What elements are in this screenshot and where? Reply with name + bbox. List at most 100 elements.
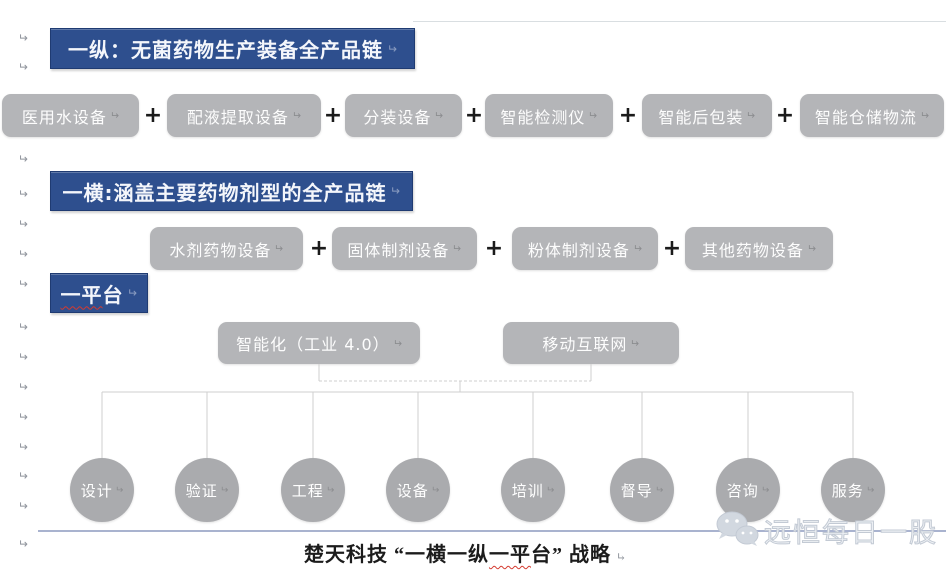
chain-item-label: 智能检测仪	[500, 107, 586, 127]
chain-item-label: 固体制剂设备	[347, 240, 450, 260]
return-mark: ↵	[864, 484, 875, 496]
return-mark: ↵	[631, 242, 643, 255]
paragraph-mark: ↵	[17, 499, 28, 513]
plus-separator: +	[323, 103, 343, 128]
chain-item-label: 分装设备	[363, 107, 432, 127]
paragraph-mark: ↵	[17, 247, 28, 261]
paragraph-mark: ↵	[17, 440, 28, 454]
service-label: 设备	[396, 481, 429, 500]
service-circle-equipment: 设备↵	[386, 458, 450, 522]
paragraph-mark: ↵	[17, 152, 28, 166]
service-label: 培训	[511, 481, 544, 500]
watermark-text: 远恒每日一股	[764, 517, 938, 549]
plus-separator: +	[464, 103, 484, 128]
return-mark: ↵	[113, 484, 124, 496]
return-mark: ↵	[385, 41, 398, 56]
paragraph-mark: ↵	[17, 410, 28, 424]
return-mark: ↵	[587, 109, 598, 122]
return-mark: ↵	[918, 109, 930, 122]
return-mark: ↵	[218, 484, 229, 496]
platform-item-industry40: 智能化（工业 4.0）↵	[218, 322, 420, 364]
service-label: 督导	[620, 481, 653, 500]
chain-item-label: 智能仓储物流	[814, 107, 917, 127]
platform-item-mobile-internet: 移动互联网↵	[503, 322, 679, 364]
service-label: 工程	[291, 481, 324, 500]
service-circle-engineering: 工程↵	[281, 458, 345, 522]
paragraph-mark: ↵	[17, 469, 28, 483]
return-mark: ↵	[389, 184, 401, 198]
plus-separator: +	[309, 236, 329, 261]
page-rule-line	[413, 21, 946, 22]
return-mark: ↵	[433, 109, 444, 122]
plus-separator: +	[618, 103, 638, 128]
service-circle-service: 服务↵	[821, 458, 885, 522]
paragraph-mark: ↵	[17, 187, 28, 201]
return-mark: ↵	[324, 484, 335, 496]
service-label: 服务	[831, 481, 864, 500]
section-header-vertical-chain: 一纵：无菌药物生产装备全产品链↵	[50, 28, 415, 69]
chain-item-label: 智能后包装	[658, 107, 744, 127]
return-mark: ↵	[429, 484, 440, 496]
return-mark: ↵	[108, 109, 120, 122]
service-circle-training: 培训↵	[501, 458, 565, 522]
watermark: 远恒每日一股	[712, 508, 938, 552]
section-header-platform: 一平台↵	[50, 273, 148, 313]
return-mark: ↵	[273, 242, 284, 255]
caption-text: 台” 战略	[530, 544, 611, 566]
paragraph-mark: ↵	[17, 537, 28, 551]
chain-item-label: 水剂药物设备	[169, 240, 272, 260]
return-mark: ↵	[759, 484, 770, 496]
caption-text: 楚天科技 “一横一纵	[303, 544, 489, 566]
section-header-horizontal-chain: 一横:涵盖主要药物剂型的全产品链↵	[50, 171, 413, 211]
chain-item-label: 医用水设备	[21, 107, 107, 127]
service-label: 咨询	[726, 481, 759, 500]
return-mark: ↵	[126, 286, 138, 300]
chain-item-label: 配液提取设备	[186, 107, 289, 127]
chain-item-smart-warehousing: 智能仓储物流↵	[800, 94, 944, 137]
platform-item-label: 智能化（工业 4.0）	[236, 335, 390, 354]
return-mark: ↵	[391, 336, 402, 350]
platform-item-label: 移动互联网	[542, 335, 628, 354]
paragraph-mark: ↵	[17, 380, 28, 394]
section-title-squiggled: 一平	[60, 282, 103, 307]
return-mark: ↵	[290, 109, 302, 122]
service-circle-design: 设计↵	[70, 458, 134, 522]
plus-separator: +	[484, 236, 504, 261]
chain-item-other-drug-equipment: 其他药物设备↵	[685, 227, 833, 270]
return-mark: ↵	[805, 242, 817, 255]
paragraph-mark: ↵	[17, 31, 28, 45]
chain-item-post-packaging: 智能后包装↵	[642, 94, 772, 137]
service-label: 验证	[185, 481, 218, 500]
service-label: 设计	[80, 481, 113, 500]
service-circle-supervision: 督导↵	[610, 458, 674, 522]
figure-caption: 楚天科技 “一横一纵一平台” 战略↵	[230, 538, 700, 567]
service-circle-validation: 验证↵	[175, 458, 239, 522]
chain-item-label: 粉体制剂设备	[527, 240, 630, 260]
plus-separator: +	[662, 236, 682, 261]
chain-item-liquid-extraction: 配液提取设备↵	[167, 94, 321, 137]
return-mark: ↵	[629, 336, 640, 350]
wechat-icon	[716, 511, 759, 546]
paragraph-mark: ↵	[17, 277, 28, 291]
bottom-divider-line	[38, 530, 946, 532]
chain-item-filling-equipment: 分装设备↵	[345, 94, 462, 137]
paragraph-mark: ↵	[17, 350, 28, 364]
paragraph-mark: ↵	[17, 320, 28, 334]
chain-item-medical-water: 医用水设备↵	[2, 94, 139, 137]
caption-text-squiggled: 一平	[488, 544, 531, 566]
chain-item-powder-dosage-equipment: 粉体制剂设备↵	[512, 227, 658, 270]
chain-item-label: 其他药物设备	[701, 240, 804, 260]
chain-item-smart-detector: 智能检测仪↵	[485, 94, 613, 137]
section-title: 一纵：无菌药物生产装备全产品链	[67, 38, 383, 62]
chain-item-liquid-drug-equipment: 水剂药物设备↵	[150, 227, 303, 270]
section-title: 台	[102, 282, 124, 307]
return-mark: ↵	[614, 550, 627, 564]
plus-separator: +	[143, 103, 163, 128]
plus-separator: +	[775, 103, 795, 128]
paragraph-mark: ↵	[17, 217, 28, 231]
return-mark: ↵	[544, 484, 555, 496]
return-mark: ↵	[451, 242, 462, 255]
section-title: 一横:涵盖主要药物剂型的全产品链	[62, 180, 387, 205]
chain-item-solid-dosage-equipment: 固体制剂设备↵	[332, 227, 477, 270]
